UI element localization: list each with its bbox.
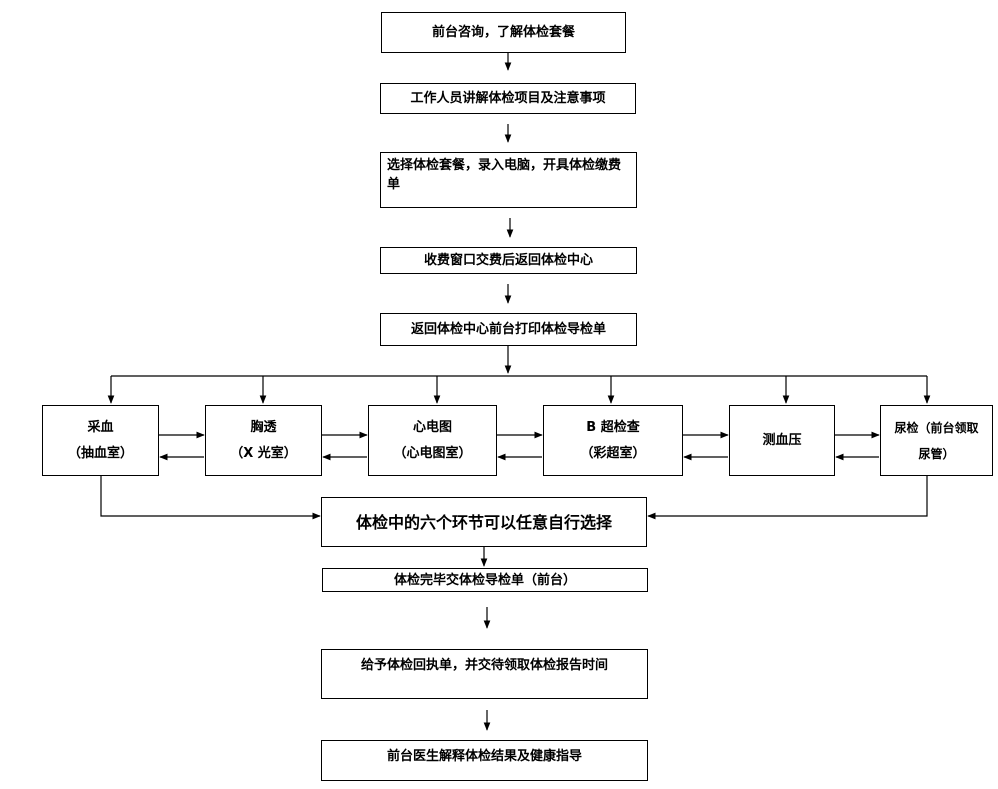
step-doctor: 前台医生解释体检结果及健康指导 [321,740,648,781]
station-ultrasound-name: B 超检查 [586,419,640,435]
arrow-right-return [647,476,928,520]
choice-note-label: 体检中的六个环节可以任意自行选择 [355,512,612,532]
station-blood-place: （抽血室） [67,445,133,461]
station-xray-place: （X 光室） [230,445,297,461]
step-pay-label: 收费窗口交费后返回体检中心 [423,253,593,268]
choice-note: 体检中的六个环节可以任意自行选择 [321,497,647,547]
arrow-left-return [100,476,321,520]
station-ultrasound: B 超检查 （彩超室） [543,405,683,476]
step-select-label: 选择体检套餐，录入电脑，开具体检缴费单 [387,158,622,192]
station-ecg-place: （心电图室） [393,445,472,461]
step-receipt: 给予体检回执单，并交待领取体检报告时间 [321,649,648,699]
step-submit-label: 体检完毕交体检导检单（前台） [393,572,576,588]
step-consult-label: 前台咨询，了解体检套餐 [431,25,575,40]
station-urine: 尿检（前台领取 尿管） [880,405,993,476]
step-doctor-label: 前台医生解释体检结果及健康指导 [386,749,582,764]
step-consult: 前台咨询，了解体检套餐 [381,12,626,53]
step-submit: 体检完毕交体检导检单（前台） [322,568,648,592]
station-ultrasound-place: （彩超室） [580,445,646,461]
station-blood-pressure: 测血压 [729,405,835,476]
station-xray: 胸透 （X 光室） [205,405,322,476]
station-blood: 采血 （抽血室） [42,405,159,476]
step-pay: 收费窗口交费后返回体检中心 [380,247,637,274]
station-blood-name: 采血 [87,419,114,435]
station-ecg: 心电图 （心电图室） [368,405,497,476]
station-xray-name: 胸透 [250,419,277,435]
step-receipt-label: 给予体检回执单，并交待领取体检报告时间 [360,658,608,673]
station-blood-pressure-name: 测血压 [762,432,802,448]
step-explain-label: 工作人员讲解体检项目及注意事项 [410,91,606,106]
station-urine-name: 尿检（前台领取 [894,420,979,435]
station-ecg-name: 心电图 [412,419,452,435]
step-print-label: 返回体检中心前台打印体检导检单 [410,322,606,337]
step-explain: 工作人员讲解体检项目及注意事项 [380,83,636,114]
step-select: 选择体检套餐，录入电脑，开具体检缴费单 [380,152,637,208]
step-print: 返回体检中心前台打印体检导检单 [380,313,637,346]
station-urine-place: 尿管） [918,446,955,461]
